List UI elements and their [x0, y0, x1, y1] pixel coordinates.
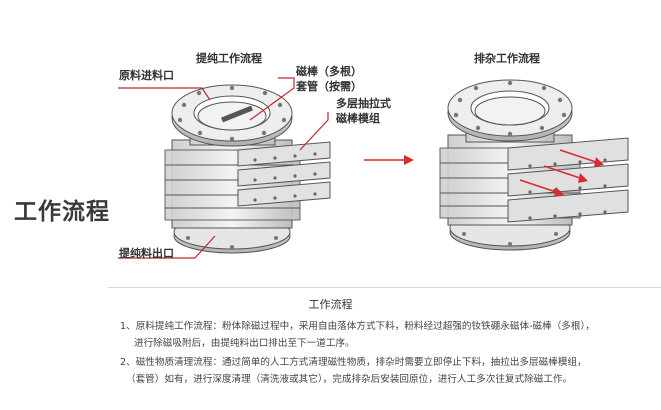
description-item2-line1: 2、磁性物质清理流程：通过简单的人工方式清理磁性物质，排杂时需要立即停止下料，抽… — [120, 357, 587, 368]
description-title: 工作流程 — [308, 298, 353, 311]
label-purified-outlet: 提纯料出口 — [119, 247, 174, 260]
side-heading: 工作流程 — [14, 199, 110, 225]
label-magnet-rod-line2: 套管（按需） — [296, 80, 362, 93]
label-drawer-line1: 多层抽拉式 — [336, 97, 391, 110]
label-drawer-module: 多层抽拉式 磁棒模组 — [336, 96, 391, 126]
left-caption: 提纯工作流程 — [196, 52, 262, 65]
divider — [108, 287, 661, 288]
description-item2-line2: （套管）如有，进行深度清理（清洗液或其它），完成排杂后安装回原位，进行人工多次往… — [126, 374, 573, 385]
workflow-diagram — [118, 77, 629, 259]
label-magnet-rod: 磁棒（多根） 套管（按需） — [296, 64, 362, 94]
transition-arrow — [364, 155, 414, 165]
left-machine-illustration — [164, 84, 331, 254]
callout-lines-left — [118, 77, 329, 259]
description-item1-line2: 进行除磁吸附后，由提纯料出口排出至下一道工序。 — [134, 338, 355, 349]
label-magnet-rod-line1: 磁棒（多根） — [296, 65, 362, 78]
right-caption: 排杂工作流程 — [474, 52, 540, 65]
label-raw-inlet: 原料进料口 — [119, 69, 174, 82]
pull-out-arrows — [519, 149, 604, 197]
description-item1-line1: 1、原料提纯工作流程：粉体除磁过程中，采用自由落体方式下料，粉料经过超强的钕铁硼… — [120, 321, 595, 332]
label-drawer-line2: 磁棒模组 — [336, 112, 380, 125]
